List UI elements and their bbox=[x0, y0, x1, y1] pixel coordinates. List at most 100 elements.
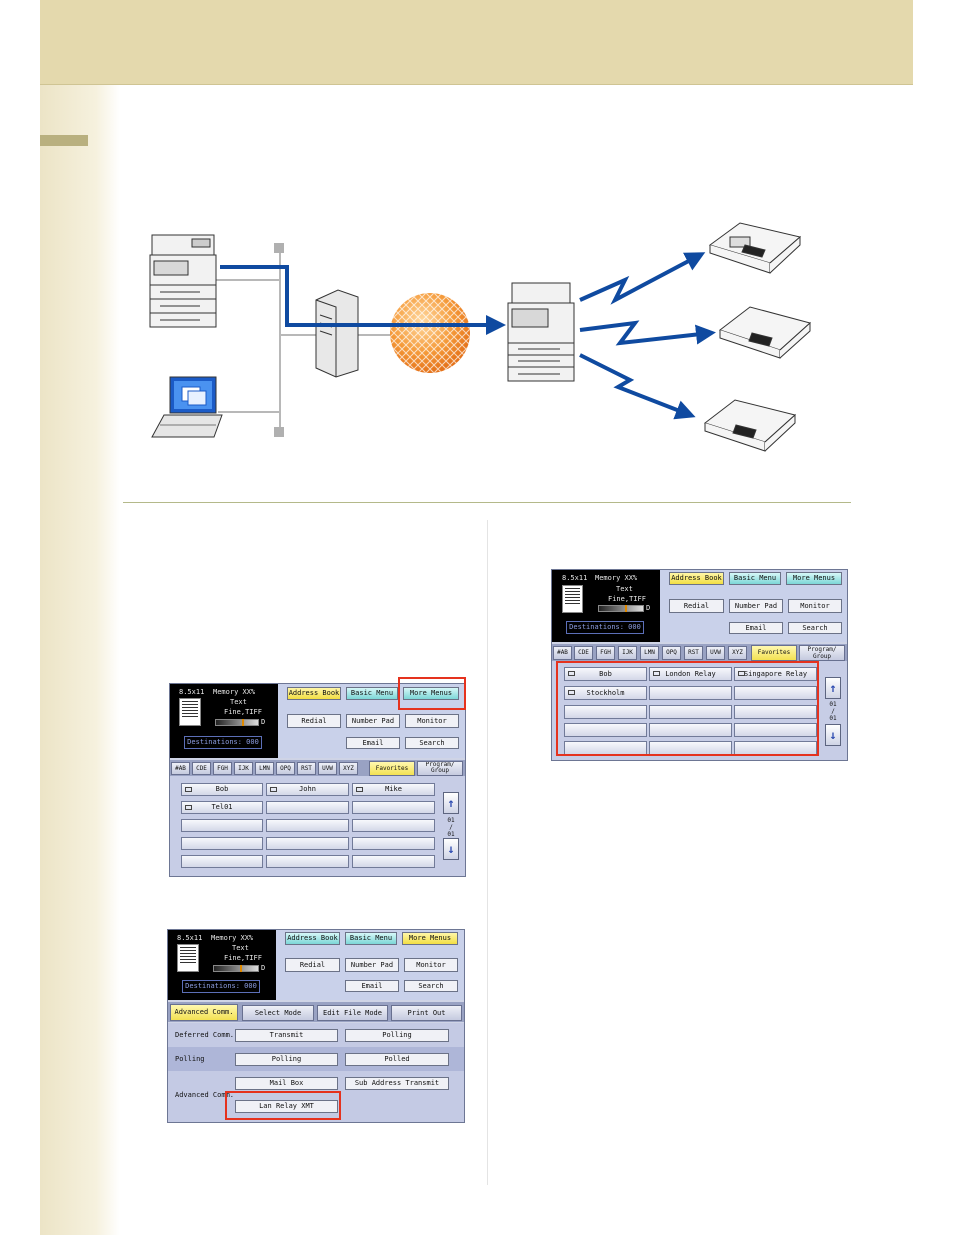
dest-tel01[interactable]: Tel01 bbox=[181, 801, 263, 814]
dest-empty[interactable] bbox=[266, 837, 349, 850]
tab-ab[interactable]: #AB bbox=[553, 646, 572, 660]
tab-favorites[interactable]: Favorites bbox=[369, 761, 415, 776]
dest-bob[interactable]: Bob bbox=[564, 667, 647, 681]
redial-button[interactable]: Redial bbox=[285, 958, 340, 972]
dest-empty[interactable] bbox=[266, 801, 349, 814]
lan-relay-xmt-button[interactable]: Lan Relay XMT bbox=[235, 1100, 338, 1113]
email-icon bbox=[356, 786, 363, 792]
dest-empty[interactable] bbox=[649, 723, 732, 737]
address-book-button[interactable]: Address Book bbox=[287, 687, 341, 700]
tab-select-mode[interactable]: Select Mode bbox=[242, 1005, 314, 1021]
dest-empty[interactable] bbox=[352, 819, 435, 832]
polled-button[interactable]: Polled bbox=[345, 1053, 449, 1066]
scroll-down-button[interactable]: ↓ bbox=[825, 724, 841, 746]
tab-program-group[interactable]: Program/ Group bbox=[799, 645, 845, 661]
dest-empty[interactable] bbox=[352, 801, 435, 814]
monitor-button[interactable]: Monitor bbox=[788, 599, 842, 613]
polling-button[interactable]: Polling bbox=[235, 1053, 338, 1066]
dest-empty[interactable] bbox=[649, 705, 732, 719]
tab-uvw[interactable]: UVW bbox=[318, 762, 337, 775]
tab-lmn[interactable]: LMN bbox=[640, 646, 659, 660]
search-button[interactable]: Search bbox=[404, 980, 458, 992]
basic-menu-button[interactable]: Basic Menu bbox=[729, 572, 781, 585]
dest-singapore-relay[interactable]: Singapore Relay bbox=[734, 667, 817, 681]
redial-button[interactable]: Redial bbox=[287, 714, 341, 728]
basic-menu-button[interactable]: Basic Menu bbox=[346, 687, 398, 700]
number-pad-button[interactable]: Number Pad bbox=[729, 599, 783, 613]
dest-empty[interactable] bbox=[352, 837, 435, 850]
contrast-slider[interactable] bbox=[598, 605, 644, 612]
more-menus-button[interactable]: More Menus bbox=[403, 687, 459, 700]
contrast-slider[interactable] bbox=[213, 965, 259, 972]
email-button[interactable]: Email bbox=[729, 622, 783, 634]
tab-xyz[interactable]: XYZ bbox=[728, 646, 747, 660]
email-button[interactable]: Email bbox=[345, 980, 399, 992]
number-pad-button[interactable]: Number Pad bbox=[345, 958, 399, 972]
scroll-up-button[interactable]: ↑ bbox=[825, 677, 841, 699]
monitor-button[interactable]: Monitor bbox=[405, 714, 459, 728]
polling-button[interactable]: Polling bbox=[345, 1029, 449, 1042]
redial-button[interactable]: Redial bbox=[669, 599, 724, 613]
dest-empty[interactable] bbox=[266, 855, 349, 868]
fax-transmission-links bbox=[579, 252, 716, 420]
address-book-panel-2: 8.5x11 Memory XX% Text Fine,TIFF D Desti… bbox=[551, 569, 848, 761]
dest-mike[interactable]: Mike bbox=[352, 783, 435, 796]
email-icon bbox=[653, 671, 660, 676]
tab-rst[interactable]: RST bbox=[684, 646, 703, 660]
tab-fgh[interactable]: FGH bbox=[213, 762, 232, 775]
email-button[interactable]: Email bbox=[346, 737, 400, 749]
dest-empty[interactable] bbox=[649, 686, 732, 700]
more-menus-button[interactable]: More Menus bbox=[402, 932, 458, 945]
tab-ab[interactable]: #AB bbox=[171, 762, 190, 775]
dest-london-relay[interactable]: London Relay bbox=[649, 667, 732, 681]
tab-lmn[interactable]: LMN bbox=[255, 762, 274, 775]
dest-stockholm[interactable]: Stockholm bbox=[564, 686, 647, 700]
tab-opq[interactable]: OPQ bbox=[662, 646, 681, 660]
contrast-slider[interactable] bbox=[215, 719, 259, 726]
dest-empty[interactable] bbox=[564, 723, 647, 737]
tab-fgh[interactable]: FGH bbox=[596, 646, 615, 660]
search-button[interactable]: Search bbox=[405, 737, 459, 749]
transmit-button[interactable]: Transmit bbox=[235, 1029, 338, 1042]
tab-rst[interactable]: RST bbox=[297, 762, 316, 775]
tab-cde[interactable]: CDE bbox=[574, 646, 593, 660]
tab-print-out[interactable]: Print Out bbox=[391, 1005, 462, 1021]
tab-program-group[interactable]: Program/ Group bbox=[417, 761, 463, 776]
dark-letter: D bbox=[261, 964, 266, 972]
tab-opq[interactable]: OPQ bbox=[276, 762, 295, 775]
dest-empty[interactable] bbox=[181, 819, 263, 832]
mail-box-button[interactable]: Mail Box bbox=[235, 1077, 338, 1090]
dest-empty[interactable] bbox=[266, 819, 349, 832]
dest-empty[interactable] bbox=[181, 837, 263, 850]
tab-ijk[interactable]: IJK bbox=[234, 762, 253, 775]
more-menus-button[interactable]: More Menus bbox=[786, 572, 842, 585]
dest-empty[interactable] bbox=[734, 723, 817, 737]
tab-advanced-comm[interactable]: Advanced Comm. bbox=[170, 1004, 238, 1021]
tab-xyz[interactable]: XYZ bbox=[339, 762, 358, 775]
paper-size: 8.5x11 bbox=[562, 574, 588, 582]
tab-uvw[interactable]: UVW bbox=[706, 646, 725, 660]
tab-cde[interactable]: CDE bbox=[192, 762, 211, 775]
dest-empty[interactable] bbox=[564, 705, 647, 719]
dest-john[interactable]: John bbox=[266, 783, 349, 796]
dest-empty[interactable] bbox=[734, 705, 817, 719]
address-book-button[interactable]: Address Book bbox=[285, 932, 340, 945]
status-area: 8.5x11 Memory XX% Text Fine,TIFF D Desti… bbox=[168, 930, 274, 1000]
page-header-bar bbox=[40, 0, 913, 85]
dest-empty[interactable] bbox=[352, 855, 435, 868]
row-label-advanced-comm: Advanced Comm. bbox=[175, 1091, 235, 1099]
address-book-button[interactable]: Address Book bbox=[669, 572, 724, 585]
dest-empty[interactable] bbox=[181, 855, 263, 868]
tab-favorites[interactable]: Favorites bbox=[751, 645, 797, 661]
search-button[interactable]: Search bbox=[788, 622, 842, 634]
sub-address-transmit-button[interactable]: Sub Address Transmit bbox=[345, 1077, 449, 1090]
scroll-down-button[interactable]: ↓ bbox=[443, 838, 459, 860]
number-pad-button[interactable]: Number Pad bbox=[346, 714, 400, 728]
tab-edit-file-mode[interactable]: Edit File Mode bbox=[317, 1005, 388, 1021]
dest-bob[interactable]: Bob bbox=[181, 783, 263, 796]
monitor-button[interactable]: Monitor bbox=[404, 958, 458, 972]
tab-ijk[interactable]: IJK bbox=[618, 646, 637, 660]
basic-menu-button[interactable]: Basic Menu bbox=[345, 932, 397, 945]
scroll-up-button[interactable]: ↑ bbox=[443, 792, 459, 814]
dest-empty[interactable] bbox=[734, 686, 817, 700]
